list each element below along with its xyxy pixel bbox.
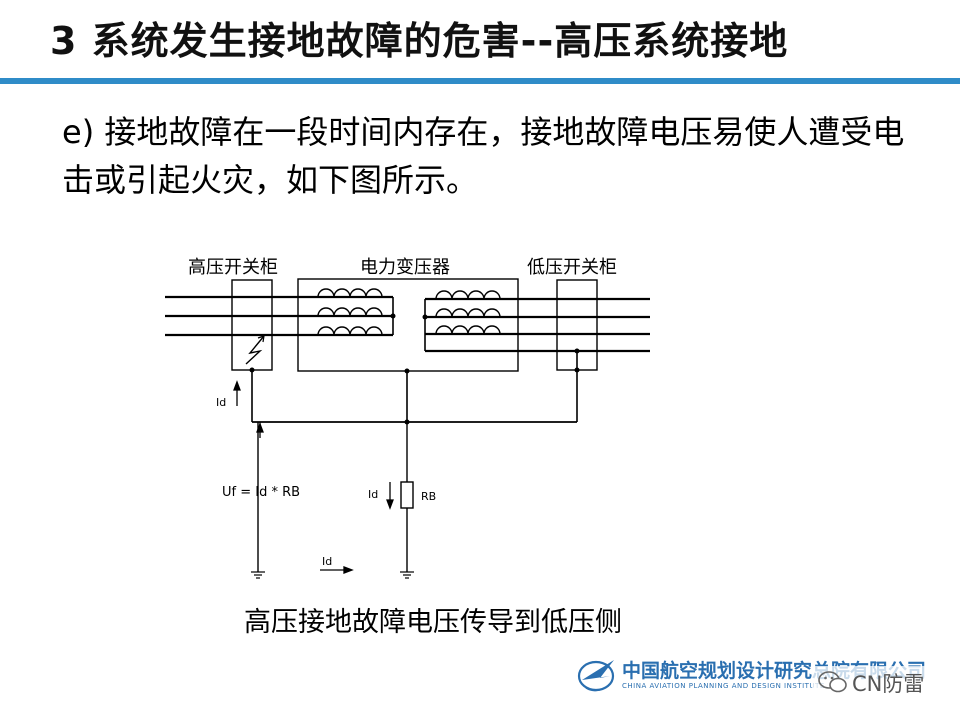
transformer-label: 电力变压器 xyxy=(360,257,450,278)
wechat-watermark: CN防雷 xyxy=(812,666,952,698)
lv-cabinet-label: 低压开关柜 xyxy=(527,257,617,278)
rb-label: RB xyxy=(421,490,436,503)
junction-dot xyxy=(404,419,410,425)
transformer-box xyxy=(297,278,519,372)
hv-cabinet-box xyxy=(231,279,273,371)
junction-dot xyxy=(574,367,580,373)
id-label: Id xyxy=(368,488,378,501)
junction-dot xyxy=(404,368,410,374)
junction-dot xyxy=(249,367,255,373)
current-arrow-icon xyxy=(233,380,241,391)
junction-dot xyxy=(390,313,396,319)
uf-formula-label: Uf = Id * RB xyxy=(222,485,300,500)
diagram-caption: 高压接地故障电压传导到低压侧 xyxy=(244,607,622,638)
current-arrow-icon xyxy=(256,422,264,433)
aviation-emblem-icon xyxy=(577,660,615,692)
id-label: Id xyxy=(216,396,226,409)
hv-cabinet-label: 高压开关柜 xyxy=(188,257,278,278)
company-name-en: CHINA AVIATION PLANNING AND DESIGN INSTI… xyxy=(622,682,825,690)
junction-dot xyxy=(422,314,428,320)
secondary-winding xyxy=(435,290,501,335)
resistor-rb xyxy=(400,481,414,509)
slide-title: 3 系统发生接地故障的危害--高压系统接地 xyxy=(50,19,789,63)
junction-dot xyxy=(574,348,580,354)
primary-winding xyxy=(317,288,383,336)
id-label: Id xyxy=(322,555,332,568)
wechat-icon xyxy=(818,671,847,693)
body-paragraph: e) 接地故障在一段时间内存在，接地故障电压易使人遭受电击或引起火灾，如下图所示… xyxy=(62,113,905,199)
title-divider xyxy=(0,78,960,84)
fault-lightning-icon xyxy=(245,335,265,365)
ground-icon xyxy=(251,571,265,579)
watermark-label: CN防雷 xyxy=(852,672,925,696)
current-arrow-icon xyxy=(386,499,394,510)
current-arrow-icon xyxy=(343,566,354,574)
ground-icon xyxy=(400,571,414,579)
